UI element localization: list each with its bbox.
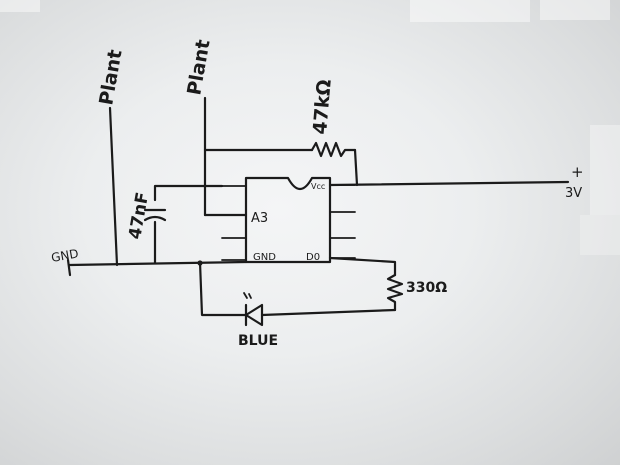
label-capacitor: 47nF (125, 191, 153, 241)
label-supply: 3V (565, 186, 582, 201)
label-plant-left: Plant (95, 48, 126, 107)
label-ground: GND (50, 246, 80, 265)
label-gnd-pin: GND (253, 252, 276, 263)
wire-ground-rail (68, 260, 248, 267)
wire-led-bottom (260, 308, 397, 317)
capacitor-plate-bottom (143, 215, 167, 222)
chip-pins (221, 184, 356, 261)
label-resistor-47k: 47kΩ (309, 78, 336, 135)
label-plant-right: Plant (183, 38, 214, 97)
label-vcc-pin: Vcc (311, 182, 325, 191)
wire-resistor-to-vcc (353, 148, 359, 187)
led-diode (244, 303, 264, 327)
led-emission-marks (243, 292, 252, 299)
wire-vcc-rail (328, 180, 570, 187)
wire-d0 (328, 256, 397, 277)
label-d0-pin: D0 (306, 252, 320, 263)
plant-left-wire (108, 106, 119, 267)
junction-ground (197, 260, 203, 266)
ground-tick (66, 258, 72, 277)
light-reflection-top (0, 0, 610, 22)
wire-led-ground (198, 260, 248, 317)
label-resistor-330: 330Ω (406, 280, 447, 296)
label-a3-pin: A3 (251, 211, 268, 226)
label-led: BLUE (238, 333, 278, 349)
wire-cap-top (153, 184, 224, 202)
light-reflection-right (580, 125, 620, 255)
resistor-330 (386, 273, 404, 312)
label-plus: + (571, 163, 584, 181)
attiny-chip (244, 176, 332, 264)
resistor-47k (310, 141, 357, 158)
